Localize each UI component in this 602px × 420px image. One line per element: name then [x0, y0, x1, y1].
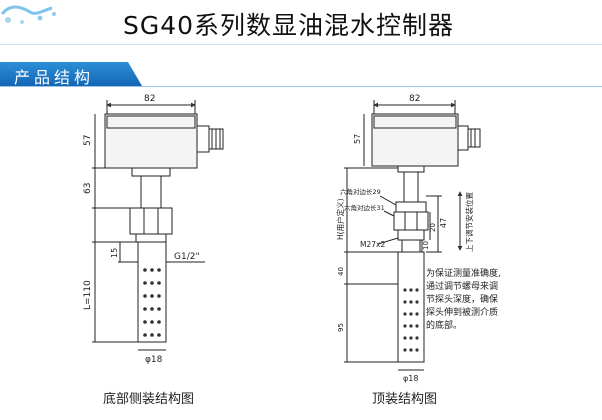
right-dim-width: 82: [409, 94, 420, 104]
left-dim-top: 57: [83, 135, 93, 146]
right-dim-10: 10: [422, 241, 430, 250]
page-title: SG40系列数显油混水控制器: [123, 11, 455, 40]
left-dim-small: 15: [110, 248, 119, 258]
right-caption: 顶装结构图: [372, 392, 438, 407]
note-line: 通过调节螺母来调: [426, 280, 498, 292]
left-caption: 底部侧装结构图: [103, 392, 195, 407]
left-thread-label: G1/2": [174, 252, 200, 262]
right-user-defined-label: H(用户定义): [335, 198, 345, 240]
note-line: 的底部。: [426, 319, 462, 331]
right-note: 为保证测量准确度, 通过调节螺母来调 节探头深度，确保 探头伸到被测介质 的底部…: [426, 267, 501, 331]
right-dim-20: 20: [429, 223, 437, 232]
header-divider: [0, 44, 602, 45]
water-splash-decoration: [0, 5, 56, 24]
right-hex31-label: 六角对边长31: [344, 203, 385, 212]
section-tab: 产品结构: [0, 62, 142, 86]
right-dim-47: 47: [439, 218, 448, 228]
right-hex29-label: 六角对边长29: [340, 187, 381, 196]
left-dim-length: L=110: [83, 280, 93, 310]
section-label: 产品结构: [14, 68, 95, 87]
left-dim-width: 82: [144, 94, 155, 104]
right-top-mount-drawing: [344, 100, 481, 371]
note-line: 为保证测量准确度,: [426, 267, 501, 279]
right-dim-top: 57: [353, 134, 362, 144]
right-updown-label: 上下调节安装位置: [464, 192, 474, 252]
left-dim-mid: 63: [83, 183, 93, 194]
right-diameter-label: φ18: [403, 374, 418, 383]
left-side-mount-drawing: [92, 100, 224, 351]
note-line: 探头伸到被测介质: [426, 306, 498, 318]
right-dim-95: 95: [337, 323, 345, 332]
section-rule: [0, 86, 602, 87]
left-diameter-label: φ18: [145, 355, 163, 365]
left-probe-holes: [143, 268, 161, 337]
note-line: 节探头深度，确保: [426, 293, 498, 305]
right-probe-holes: [403, 288, 419, 352]
right-dim-40: 40: [337, 267, 345, 276]
right-thread-label: M27x2: [360, 240, 385, 249]
